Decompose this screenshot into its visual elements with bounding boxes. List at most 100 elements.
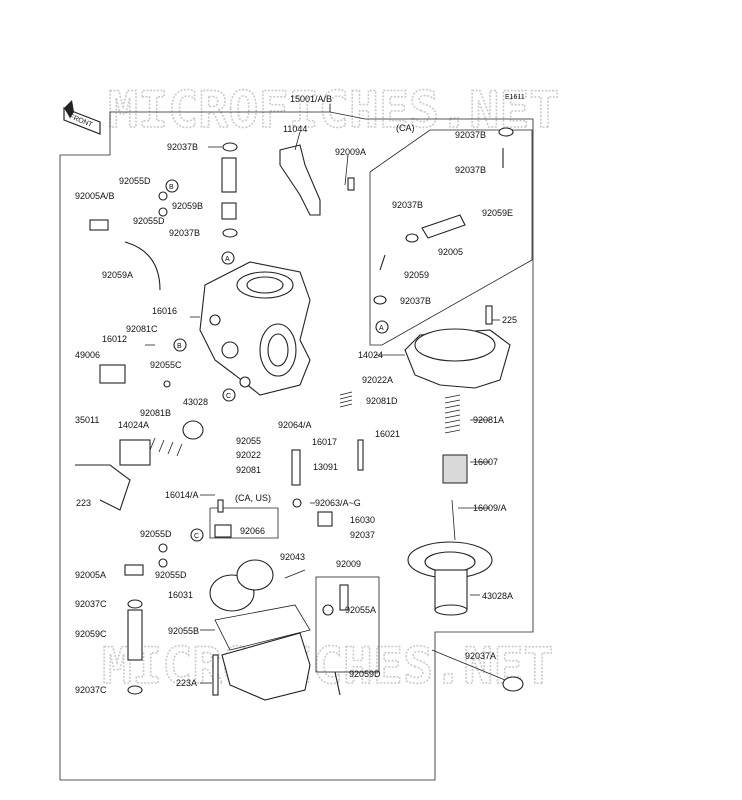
part-label-92037b-ca4: 92037B — [400, 296, 431, 306]
pilot-screw-49006 — [99, 364, 126, 384]
diagram-code: E1611 — [505, 94, 525, 101]
part-label-14024: 14024 — [358, 350, 383, 360]
part-label-15001: 15001/A/B — [290, 94, 332, 104]
svg-text:B: B — [177, 343, 182, 350]
assembly-outline — [59, 111, 534, 781]
part-label-92081d: 92081D — [366, 396, 398, 406]
part-label-16016: 16016 — [152, 306, 177, 316]
strap-ring — [502, 676, 524, 692]
part-label-92055c: 92055C — [150, 360, 182, 370]
marker-a-ca: A — [375, 320, 389, 334]
leader-lines — [145, 104, 500, 684]
part-label-92081a: 92081A — [473, 415, 504, 425]
part-label-35011: 35011 — [75, 415, 99, 425]
part-label-92009: 92009 — [336, 559, 361, 569]
part-label-92081c: 92081C — [126, 324, 158, 334]
part-label-16012: 16012 — [102, 334, 127, 344]
ca-us-bracket — [209, 507, 279, 539]
part-label-92037c-2: 92037C — [75, 685, 107, 695]
marker-a-top: A — [221, 251, 235, 265]
part-label-92059b: 92059B — [172, 201, 203, 211]
part-label-92081b: 92081B — [140, 408, 171, 418]
part-label-16021: 16021 — [375, 429, 400, 439]
strap-92037a — [431, 649, 506, 681]
float-chamber — [214, 604, 311, 701]
diaphragm-piston — [407, 541, 493, 616]
part-label-92037b-1: 92037B — [167, 142, 198, 152]
part-label-223: 223 — [76, 498, 91, 508]
part-label-92043: 92043 — [280, 552, 305, 562]
part-label-92037b-ca3: 92037B — [392, 200, 423, 210]
spring-92081b — [149, 437, 183, 457]
front-arrow-icon: FRONT — [63, 100, 101, 135]
spring-92081d — [339, 391, 353, 408]
part-label-92059e: 92059E — [482, 208, 513, 218]
svg-text:B: B — [169, 184, 174, 191]
svg-text:C: C — [194, 533, 199, 540]
part-label-49006: 49006 — [75, 350, 100, 360]
part-label-16017: 16017 — [312, 437, 337, 447]
part-label-92059: 92059 — [404, 270, 429, 280]
part-label-92055d-4: 92055D — [155, 570, 187, 580]
part-label-92055: 92055 — [236, 436, 261, 446]
part-label-43028a: 43028A — [482, 591, 513, 601]
svg-text:A: A — [225, 256, 230, 263]
part-label-92037b-ca2: 92037B — [455, 165, 486, 175]
hose-92059a — [124, 241, 161, 291]
part-label-92037b-ca1: 92037B — [455, 130, 486, 140]
part-label-92059a: 92059A — [102, 270, 133, 280]
part-label-92037b-2: 92037B — [169, 228, 200, 238]
svg-text:A: A — [379, 325, 384, 332]
vacuum-chamber-cover — [404, 328, 511, 389]
part-label-16030: 16030 — [350, 515, 375, 525]
hose-92059c — [127, 609, 143, 661]
part-label-16007: 16007 — [473, 457, 498, 467]
part-label-92064a: 92064/A — [278, 420, 312, 430]
part-label-92063: 92063/A~G — [315, 498, 361, 508]
svg-text:C: C — [226, 393, 231, 400]
part-label-92059d: 92059D — [349, 669, 381, 679]
hose-92059b-upper — [221, 157, 237, 193]
part-label-92066: 92066 — [240, 526, 265, 536]
part-label-92055d-1: 92055D — [119, 176, 151, 186]
part-label-43028: 43028 — [183, 397, 208, 407]
needle-holder — [442, 454, 468, 484]
marker-b-top: B — [165, 179, 179, 193]
part-label-13091: 13091 — [313, 462, 338, 472]
hose-92059b-lower — [221, 202, 237, 220]
part-label-92009a: 92009A — [335, 147, 366, 157]
ca-group-box — [369, 129, 533, 346]
part-label-92037c-1: 92037C — [75, 599, 107, 609]
part-label-92037a: 92037A — [465, 651, 496, 661]
part-label-92022a: 92022A — [362, 375, 393, 385]
jet-needle — [451, 499, 456, 541]
part-label-92005a: 92005A — [75, 570, 106, 580]
part-label-14024a: 14024A — [118, 420, 149, 430]
part-label-92055d-3: 92055D — [140, 529, 172, 539]
part-label-92022: 92022 — [236, 450, 261, 460]
bracket-11044 — [279, 144, 321, 216]
part-label-92005ab: 92005A/B — [75, 191, 115, 201]
part-label-225: 225 — [502, 315, 517, 325]
small-parts — [89, 127, 514, 696]
part-label-16031: 16031 — [168, 590, 193, 600]
part-label-92055a: 92055A — [345, 605, 376, 615]
part-label-16009a: 16009/A — [473, 503, 507, 513]
part-label-11044: 11044 — [283, 124, 307, 134]
spring-92081a — [444, 394, 461, 434]
group-label-ca: (CA) — [396, 123, 415, 133]
jet-group-box — [315, 576, 380, 673]
part-label-92037: 92037 — [350, 530, 375, 540]
hose-92059d — [334, 671, 341, 696]
part-label-223a: 223A — [176, 678, 197, 688]
part-label-92081: 92081 — [236, 465, 261, 475]
marker-c-mid: C — [222, 388, 236, 402]
marker-c-low: C — [190, 528, 204, 542]
float — [209, 559, 274, 612]
part-label-16014a: 16014/A — [165, 490, 199, 500]
part-label-92055d-2: 92055D — [133, 216, 165, 226]
part-label-92059c: 92059C — [75, 629, 107, 639]
throttle-lever — [75, 464, 131, 511]
carburetor-body — [199, 261, 311, 396]
